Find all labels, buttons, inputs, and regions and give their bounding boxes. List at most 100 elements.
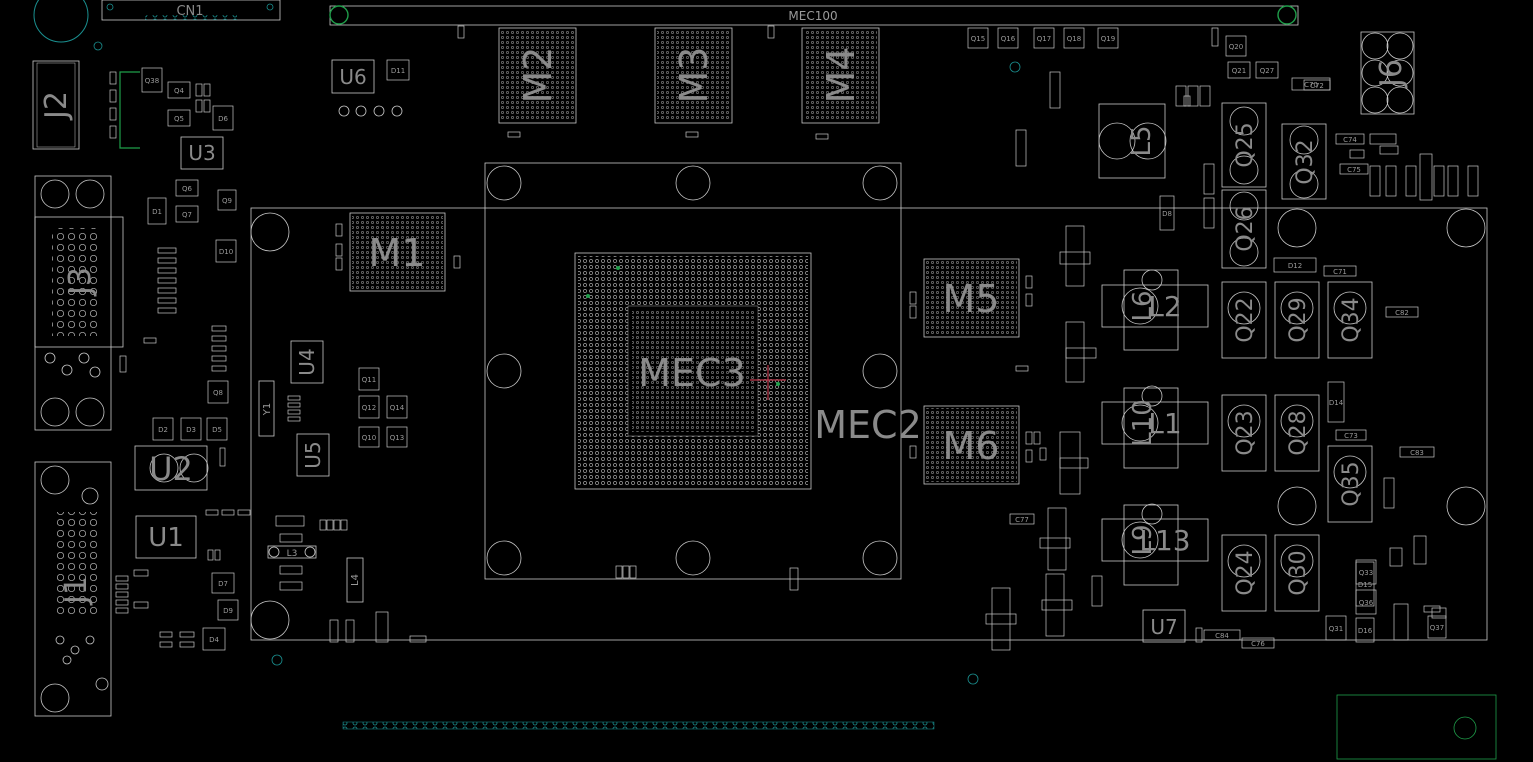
inductor-l6 [1101,269,1209,351]
passive-footprint [1065,321,1085,383]
memory-label-m6: M6 [943,424,1000,468]
mec3-label: MEC3 [638,351,746,395]
passive-footprint [1419,153,1433,201]
passive-footprint [279,533,303,543]
footprint-d3 [180,417,202,441]
passive-footprint [279,565,303,575]
footprint-label-d16: D16 [1358,627,1373,635]
ic-u7 [1142,609,1186,643]
passive-footprint [115,575,129,582]
footprint-d16 [1355,617,1375,643]
cn1-label: CN1 [176,4,203,19]
passive-footprint [1405,165,1417,197]
transistor-label-q32: Q32 [1293,139,1318,184]
passive-footprint [109,125,117,139]
footprint-q17 [1033,27,1055,49]
ic-label-u1: U1 [148,523,184,553]
footprint-q15 [967,27,989,49]
footprint-label-d8: D8 [1162,210,1172,218]
passive-footprint [789,567,799,591]
passive-footprint [157,257,177,264]
footprint-q9 [217,189,237,211]
footprint-d14 [1327,381,1345,423]
passive-footprint [115,607,129,614]
passive-footprint [685,131,699,138]
passive-footprint [195,83,203,97]
footprint-label-c84: C84 [1215,632,1229,640]
passive-footprint [211,365,227,372]
passive-footprint [767,25,775,39]
footprint-d2 [152,417,174,441]
passive-footprint [453,255,461,269]
footprint-label-q5: Q5 [174,115,184,123]
passive-footprint [629,565,637,579]
bottom-right-mount [1336,694,1497,760]
footprint-label-c75: C75 [1347,166,1361,174]
memory-chip-m5 [923,258,1020,338]
passive-footprint [157,307,177,314]
passive-footprint [207,549,214,561]
memory-label-m3: M3 [672,47,716,104]
passive-footprint [1025,275,1033,289]
passive-footprint [1059,431,1081,495]
passive-footprint [143,337,157,344]
passive-footprint [109,107,117,121]
footprint-label-d11: D11 [391,67,405,75]
passive-footprint [205,509,219,516]
passive-footprint [1015,365,1029,372]
footprint-label-c83: C83 [1410,449,1424,457]
footprint-d10 [215,239,237,263]
passive-footprint [340,519,348,531]
footprint-c73 [1335,429,1367,441]
connector-label-j3: J3 [63,267,98,297]
passive-footprint [287,395,301,401]
passive-footprint [622,565,630,579]
footprint-label-d14: D14 [1329,399,1344,407]
passive-footprint [1065,347,1097,359]
gpu-bga-mec3 [574,252,812,490]
inductor-label-l1: L1 [1148,407,1181,440]
ic-label-u2: U2 [149,450,193,488]
heatsink-mounting-holes [250,165,1486,640]
footprint-q11 [358,367,380,391]
passive-footprint [1045,573,1065,637]
passive-footprint [179,631,195,638]
memory-label-m4: M4 [819,47,863,104]
memory-label-m2: M2 [516,47,560,104]
footprint-c77 [1009,513,1035,525]
footprint-label-q13: Q13 [390,434,404,442]
passive-footprint [159,641,173,648]
passive-footprint [211,325,227,332]
footprint-label-d10: D10 [219,248,233,256]
connector-j3 [34,175,124,431]
passive-footprint [179,641,195,648]
ic-u3 [180,136,224,170]
footprint-label-q16: Q16 [1001,35,1016,43]
footprint-d15 [1355,561,1375,607]
footprint-c76 [1241,637,1275,649]
crystal-label-y1: Y1 [262,403,273,416]
trace-segment [119,71,140,149]
footprint-d12 [1273,257,1317,273]
footprint-q37 [1427,615,1447,639]
footprint-d9 [217,599,239,621]
footprint-q6 [175,179,199,197]
footprint-q12 [358,395,380,419]
ic-u6 [331,59,403,117]
mec2-label: MEC2 [814,403,922,447]
passive-footprint [157,247,177,254]
transistor-label-q25: Q25 [1233,122,1258,167]
passive-footprint [109,71,117,85]
passive-footprint [211,355,227,362]
main-board-outline [250,207,1488,641]
passive-footprint [991,587,1011,651]
passive-footprint [615,565,623,579]
footprint-q19 [1097,27,1119,49]
passive-footprint [157,297,177,304]
footprint-d6 [212,105,234,131]
passive-footprint [1431,607,1447,619]
mounting-hole-top-left [33,0,89,43]
memory-chip-m4 [801,27,880,124]
footprint-d8 [1159,195,1175,231]
connector-label-j1: J1 [59,576,94,606]
